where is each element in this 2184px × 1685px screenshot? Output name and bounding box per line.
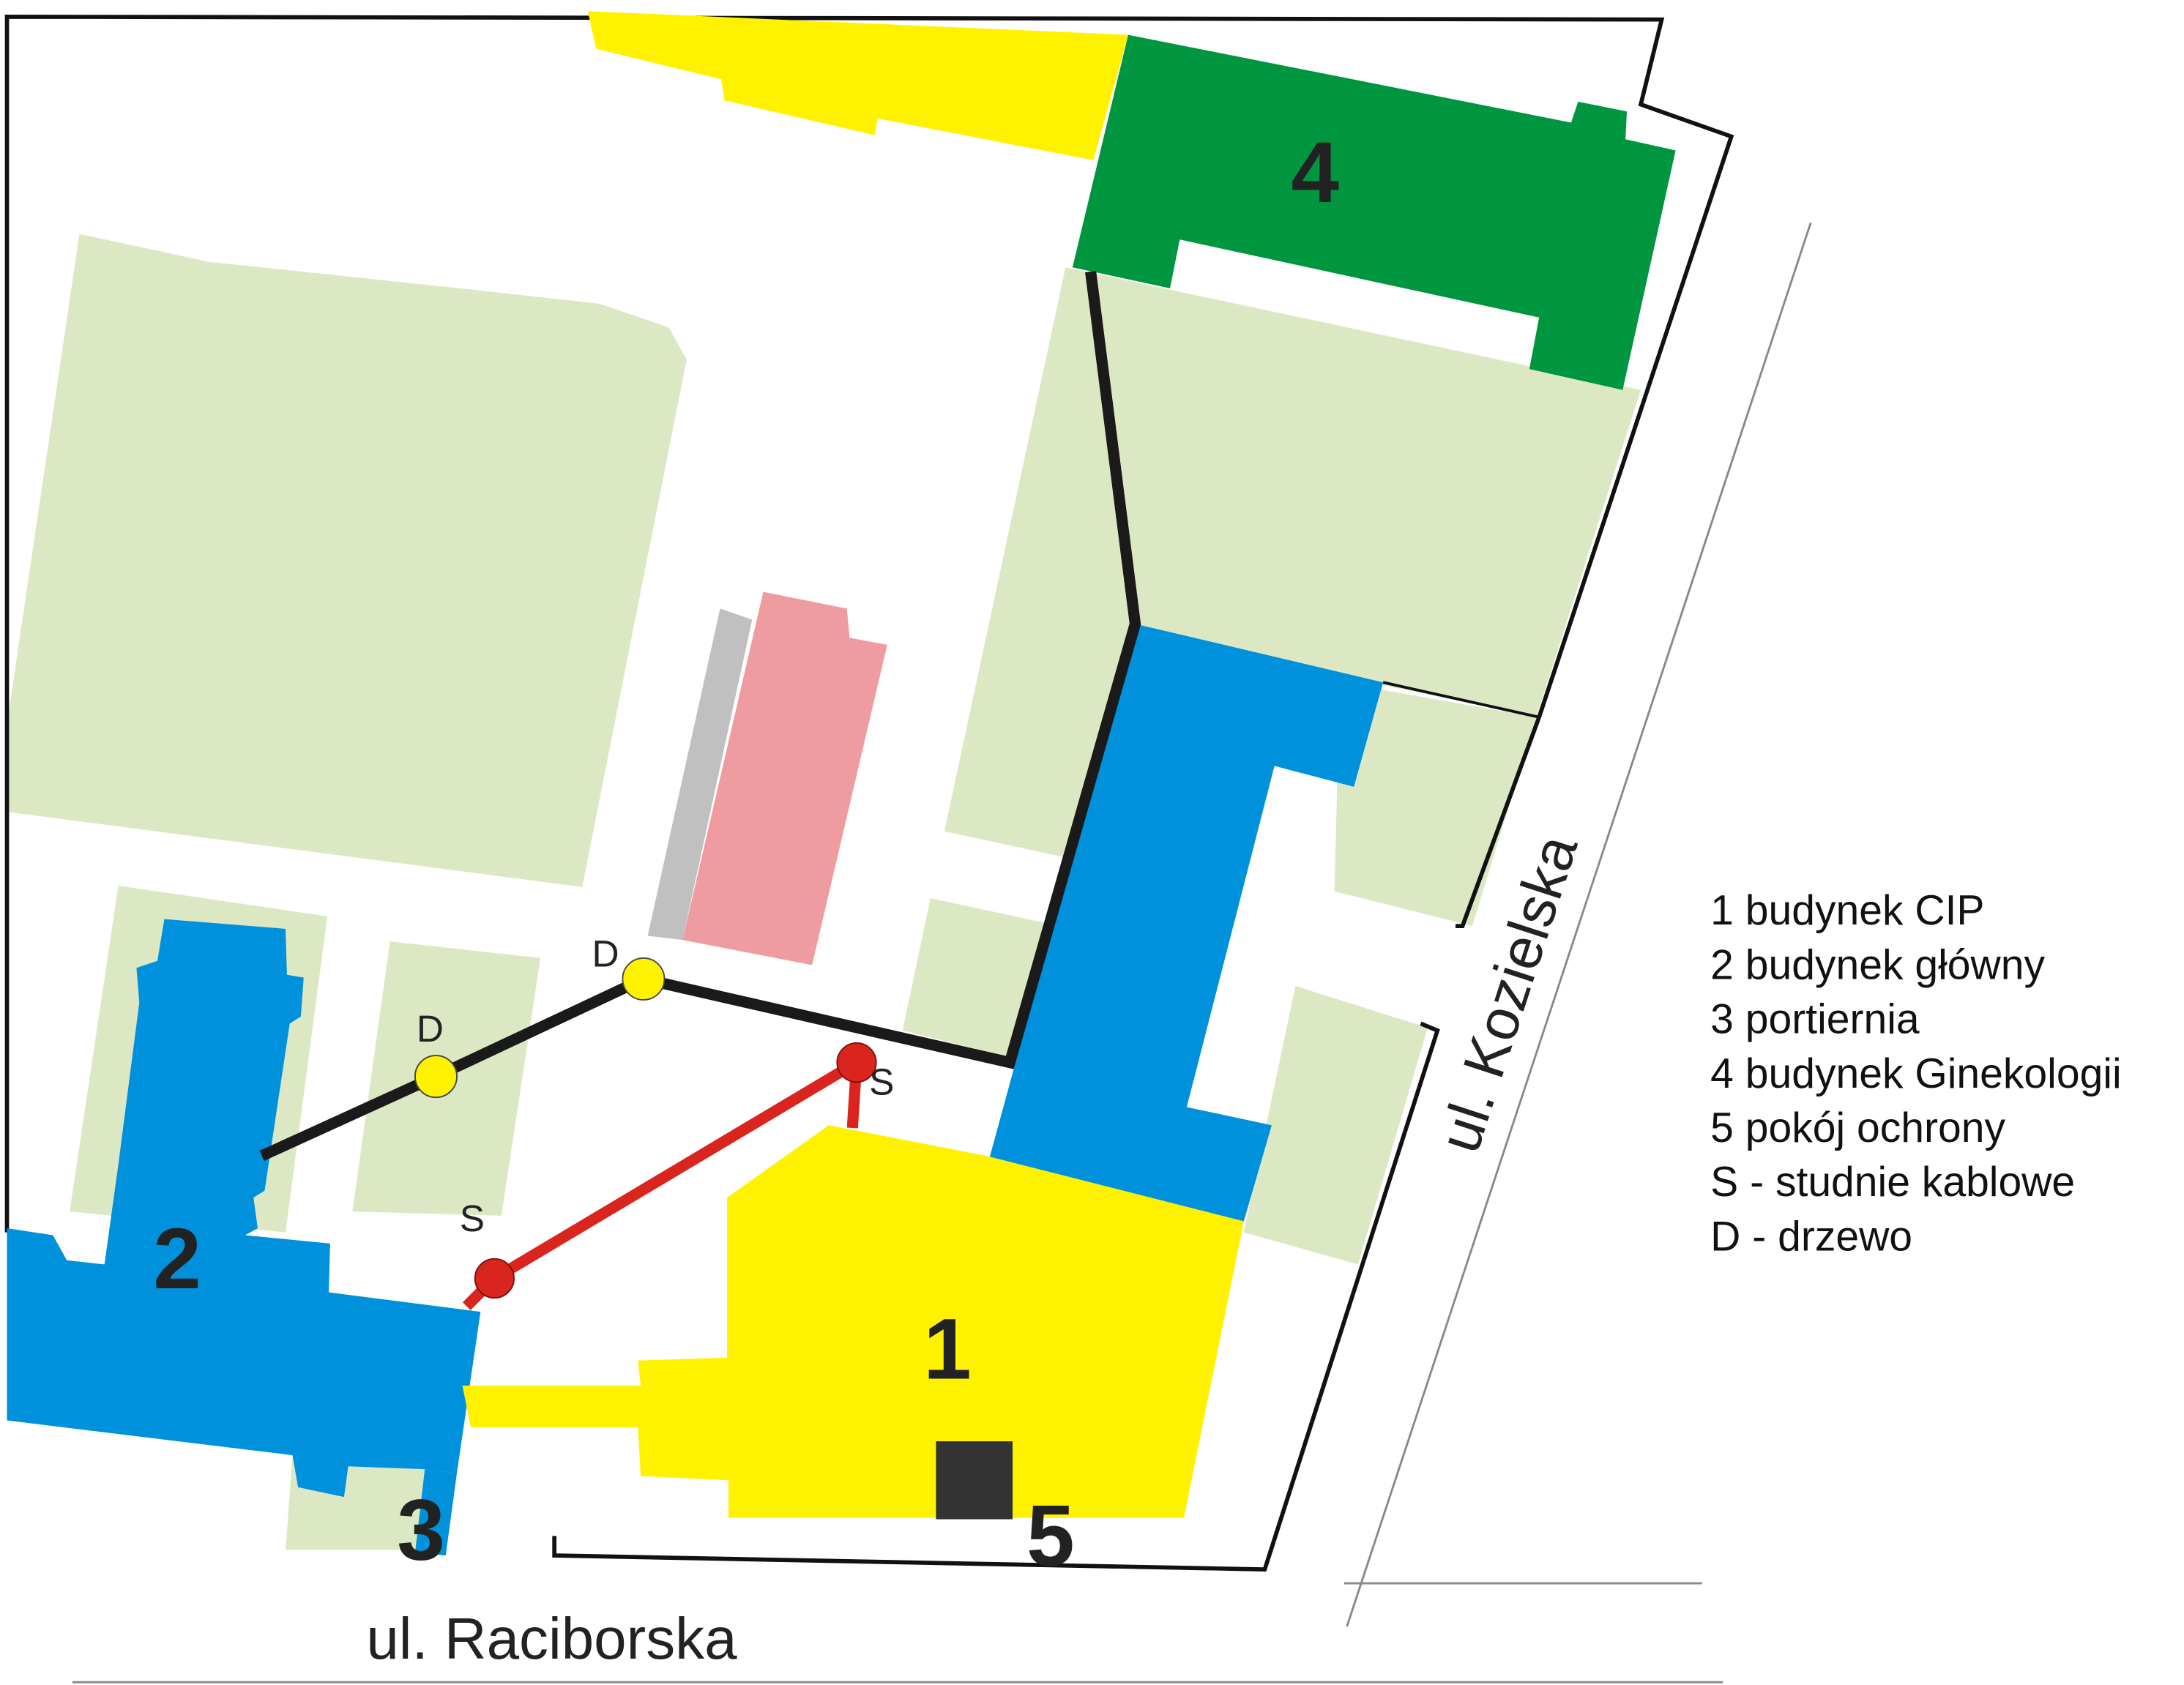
legend: 1 budynek CIP 2 budynek główny 3 portier… [1710, 887, 2122, 1260]
building-1[interactable] [462, 1125, 1244, 1518]
well-marker[interactable] [474, 1258, 515, 1299]
well-label: S [460, 1198, 485, 1239]
building-5-label: 5 [1026, 1487, 1075, 1583]
building-pink [682, 591, 887, 965]
legend-item: D - drzewo [1710, 1213, 1912, 1260]
building-4[interactable] [1072, 34, 1676, 390]
tree-marker[interactable] [622, 957, 666, 1001]
legend-item: 2 budynek główny [1710, 941, 2045, 988]
site-boundary [552, 1021, 1440, 1572]
site-boundary [1382, 681, 1540, 719]
site-boundary [4, 15, 1734, 1233]
cable-black [259, 271, 1141, 1161]
well-marker[interactable] [836, 1042, 877, 1083]
building-1-label: 1 [923, 1300, 972, 1397]
well-label: S [869, 1061, 894, 1102]
green-area [1243, 985, 1428, 1265]
building-3-label: 3 [397, 1482, 445, 1578]
legend-item: 1 budynek CIP [1710, 887, 1984, 934]
tree-label: D [592, 933, 619, 974]
green-area [7, 233, 687, 887]
legend-item: 3 portiernia [1710, 996, 1920, 1043]
street-raciborska: ul. Raciborska [366, 1606, 737, 1671]
building-blue-east [988, 624, 1384, 1222]
green-areas [7, 233, 1641, 1550]
building-2-label: 2 [153, 1210, 201, 1307]
legend-item: 5 pokój ochrony [1710, 1105, 2005, 1151]
street-edge [1346, 222, 1812, 1627]
legend-item: S - studnie kablowe [1710, 1159, 2075, 1206]
tree-label: D [417, 1008, 444, 1050]
building-gray [647, 608, 753, 941]
building-yellow-north [587, 11, 1128, 160]
building-2[interactable] [7, 919, 481, 1498]
building-4-label: 4 [1292, 124, 1340, 220]
building-5[interactable] [936, 1441, 1013, 1520]
site-boundary [1456, 716, 1541, 928]
legend-item: 4 budynek Ginekologii [1710, 1050, 2122, 1097]
tree-marker[interactable] [414, 1055, 458, 1099]
building-3[interactable] [414, 1469, 457, 1556]
